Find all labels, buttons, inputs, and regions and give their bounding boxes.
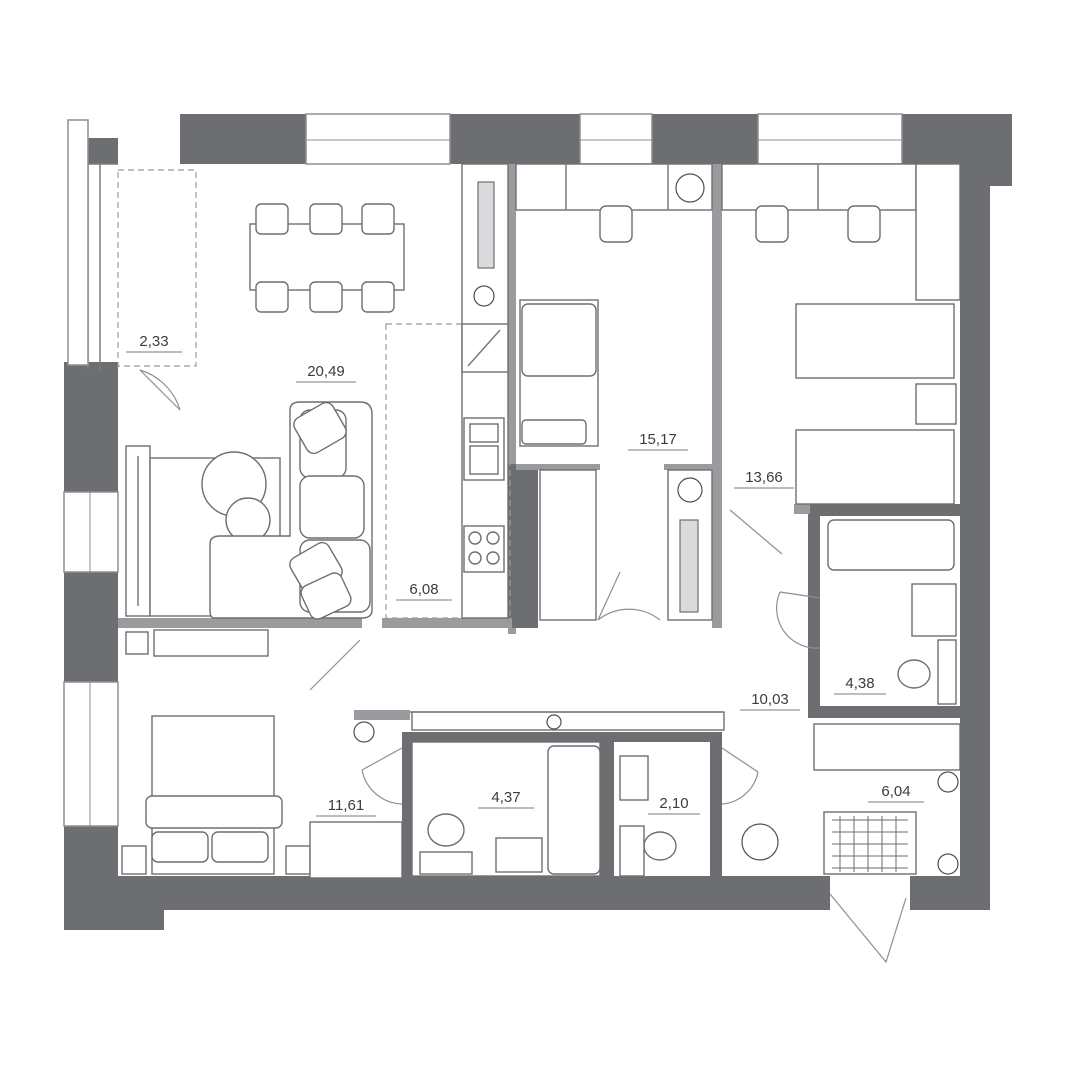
bathroom-center-furniture bbox=[361, 741, 601, 877]
area-label-balcony: 2,33 bbox=[139, 333, 168, 350]
label-kitchen: 6,08 bbox=[396, 581, 452, 601]
label-bathroom-center: 4,37 bbox=[478, 789, 534, 809]
wardrobe-master bbox=[309, 821, 403, 879]
label-entrance: 6,04 bbox=[868, 783, 924, 803]
toilet-bowl bbox=[643, 831, 677, 861]
toilet-center bbox=[427, 813, 465, 847]
area-label-entrance: 6,04 bbox=[881, 783, 910, 800]
area-labels: 2,33 20,49 6,08 15,17 13,66 4,38 10,03 bbox=[126, 333, 924, 817]
entrance-rug bbox=[823, 811, 917, 875]
label-toilet: 2,10 bbox=[648, 795, 700, 815]
area-label-bedroom-center: 15,17 bbox=[639, 431, 677, 448]
area-label-bathroom-center: 4,37 bbox=[491, 789, 520, 806]
nightstand bbox=[915, 383, 957, 425]
bedroom-master-furniture bbox=[121, 629, 403, 879]
bathroom-right-furniture bbox=[776, 519, 957, 705]
desk-chair bbox=[599, 205, 633, 243]
toilet-right bbox=[897, 659, 931, 689]
outer-walls bbox=[64, 114, 1012, 930]
label-balcony: 2,33 bbox=[126, 333, 182, 353]
dining-chairs bbox=[255, 203, 395, 313]
area-label-bedroom-master: 11,61 bbox=[328, 797, 364, 814]
interior-walls bbox=[118, 164, 960, 880]
label-bedroom-master: 11,61 bbox=[316, 797, 376, 817]
sink-center bbox=[495, 837, 543, 873]
toilet-sink bbox=[619, 755, 649, 801]
bedroom-center-furniture bbox=[515, 163, 713, 621]
toilet-furniture bbox=[619, 747, 759, 877]
windows bbox=[63, 113, 903, 827]
label-hallway: 10,03 bbox=[740, 691, 800, 711]
label-bathroom-right: 4,38 bbox=[834, 675, 886, 695]
entrance-furniture bbox=[741, 723, 961, 964]
area-label-kitchen: 6,08 bbox=[409, 581, 438, 598]
coat-rack bbox=[813, 723, 961, 771]
balcony bbox=[117, 169, 197, 411]
wardrobe-right bbox=[915, 163, 961, 301]
stove bbox=[463, 525, 505, 573]
area-label-bedroom-right: 13,66 bbox=[745, 469, 783, 486]
area-label-hallway: 10,03 bbox=[751, 691, 789, 708]
label-bedroom-center: 15,17 bbox=[628, 431, 688, 451]
hall-shelf bbox=[411, 711, 725, 731]
plant-icon bbox=[741, 823, 779, 861]
label-bedroom-right: 13,66 bbox=[734, 469, 794, 489]
bed-right-upper bbox=[795, 303, 955, 379]
label-living-room: 20,49 bbox=[296, 363, 356, 383]
sofa bbox=[209, 401, 373, 620]
sink-right bbox=[911, 583, 957, 637]
area-label-toilet: 2,10 bbox=[659, 795, 688, 812]
dining-table bbox=[249, 223, 405, 291]
bed-right-lower bbox=[795, 429, 955, 505]
desk-right bbox=[721, 163, 917, 211]
bathtub-right bbox=[827, 519, 955, 571]
bathtub-center bbox=[547, 745, 601, 875]
bedroom-right-furniture bbox=[721, 163, 961, 555]
wardrobe-center bbox=[539, 469, 597, 621]
hallway-furniture bbox=[410, 711, 725, 731]
tv-shelf bbox=[153, 629, 269, 657]
area-label-bathroom-right: 4,38 bbox=[845, 675, 874, 692]
upper-cabinets bbox=[477, 181, 495, 269]
area-label-living-room: 20,49 bbox=[307, 363, 345, 380]
kitchen-furniture bbox=[385, 163, 511, 619]
living-room-furniture bbox=[125, 203, 505, 620]
